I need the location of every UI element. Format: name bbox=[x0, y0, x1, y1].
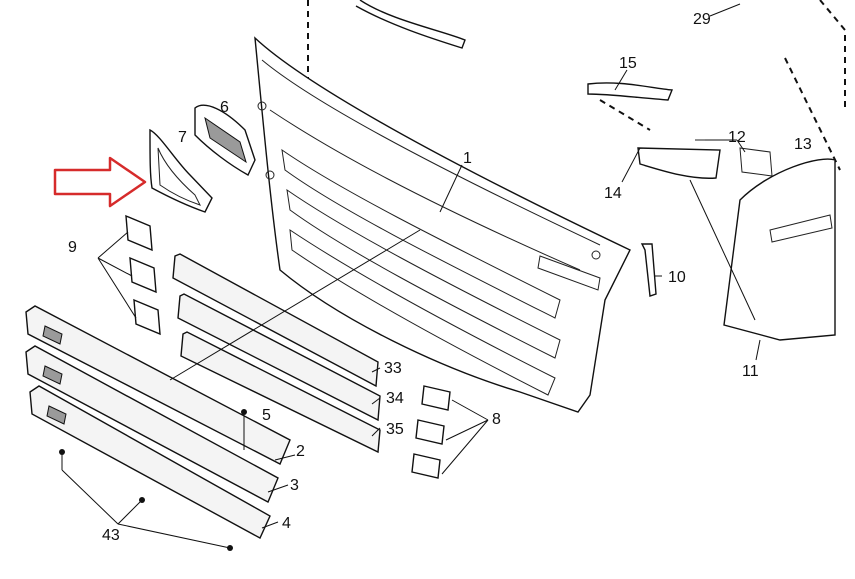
part-7-trim-frame bbox=[149, 128, 213, 213]
strips-2-4 bbox=[25, 305, 291, 539]
callout-7: 7 bbox=[178, 129, 187, 146]
callout-9: 9 bbox=[68, 239, 77, 256]
callout-3: 3 bbox=[290, 477, 299, 494]
callout-11: 11 bbox=[742, 363, 759, 380]
callout-6: 6 bbox=[220, 99, 229, 116]
callout-29: 29 bbox=[693, 11, 711, 28]
part-11-corner-panel bbox=[689, 158, 836, 341]
callout-13: 13 bbox=[794, 136, 812, 153]
part-1-grille-panel bbox=[254, 36, 631, 413]
callout-43: 43 bbox=[102, 527, 120, 544]
callout-35: 35 bbox=[386, 421, 404, 438]
callout-1: 1 bbox=[463, 150, 472, 167]
callout-12: 12 bbox=[728, 129, 746, 146]
callout-10: 10 bbox=[668, 269, 686, 286]
bars-33-35 bbox=[172, 253, 381, 454]
callout-34: 34 bbox=[386, 390, 404, 407]
leader-lines bbox=[59, 3, 761, 551]
highlight-arrow bbox=[53, 156, 147, 208]
part-10-bracket bbox=[640, 243, 657, 297]
callouts: 1 2 3 4 5 6 7 8 9 10 11 12 13 14 15 29 3… bbox=[68, 11, 812, 544]
part-6-side-insert bbox=[194, 104, 256, 176]
callout-33: 33 bbox=[384, 360, 402, 377]
callout-4: 4 bbox=[282, 515, 291, 532]
part-5-screw bbox=[241, 409, 247, 450]
callout-2: 2 bbox=[296, 443, 305, 460]
callout-8: 8 bbox=[492, 411, 501, 428]
parts-12-15-upper-right bbox=[587, 82, 773, 179]
cab-outline bbox=[307, 0, 846, 171]
part-8-clips bbox=[411, 385, 451, 479]
callout-15: 15 bbox=[619, 55, 637, 72]
callout-14: 14 bbox=[604, 185, 622, 202]
callout-5: 5 bbox=[262, 407, 271, 424]
